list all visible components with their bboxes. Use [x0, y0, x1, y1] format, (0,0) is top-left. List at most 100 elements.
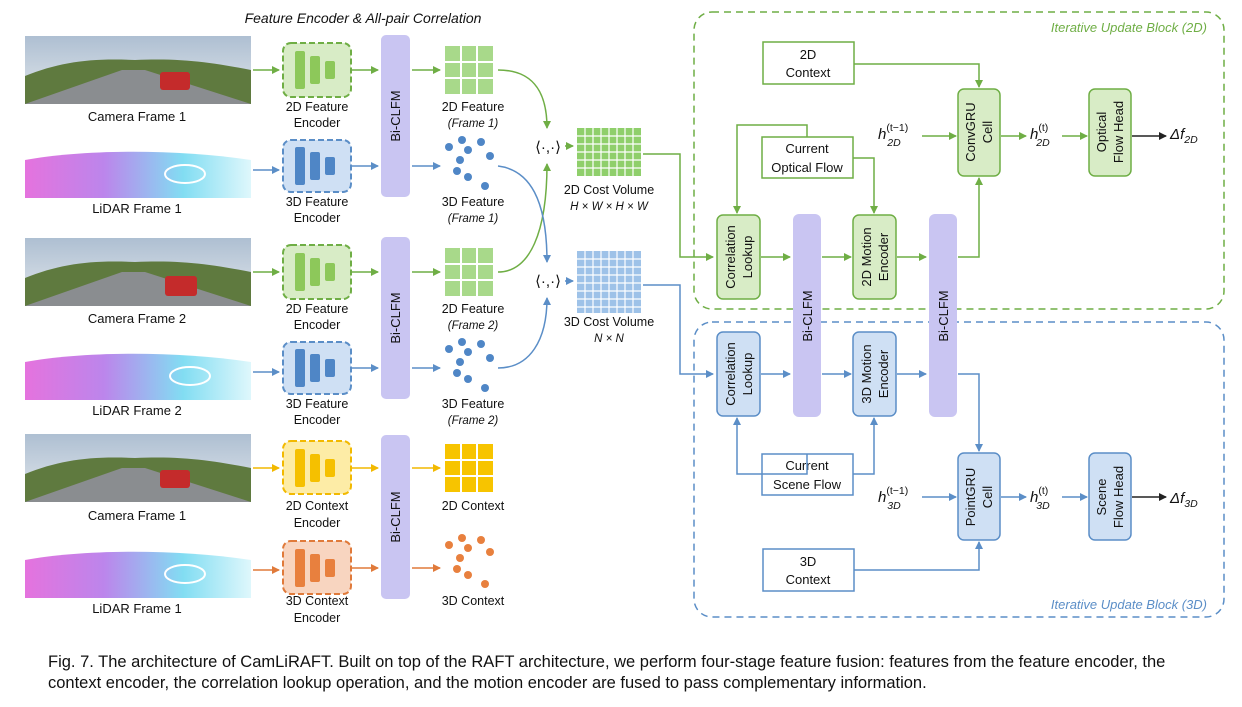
hidden-state-3d-in: h(t−1)3D [878, 485, 908, 512]
encoder-label: 2D Context [286, 499, 349, 513]
2d-context-encoder [282, 440, 352, 495]
3d-context-box: 3D Context [762, 548, 855, 592]
svg-text:Current: Current [785, 141, 829, 156]
optical-flow-head: Optical Flow Head [1088, 88, 1132, 177]
convgru-cell: ConvGRU Cell [957, 88, 1001, 177]
bi-clfm-label: Bi-CLFM [936, 290, 951, 341]
encoder-label: 2D Feature [286, 100, 349, 114]
3d-context-encoder [282, 540, 352, 595]
3d-feature-encoder-1 [282, 139, 352, 193]
3d-motion-encoder: 3D Motion Encoder [852, 331, 897, 417]
delta-flow-2d-output: Δf2D [1169, 126, 1198, 146]
iterative-update-block-2d-frame [693, 11, 1225, 310]
feature-label: (Frame 2) [448, 415, 499, 427]
svg-text:Cell: Cell [980, 486, 995, 509]
2d-feature-map-frame-1 [445, 46, 493, 94]
feature-label: 2D Feature [442, 100, 505, 114]
svg-text:Cell: Cell [980, 121, 995, 144]
svg-text:2D Motion: 2D Motion [859, 227, 874, 286]
svg-text:PointGRU: PointGRU [963, 468, 978, 527]
2d-feature-encoder-2 [282, 244, 352, 300]
svg-text:Optical: Optical [1094, 112, 1109, 153]
input-label: LiDAR Frame 1 [92, 201, 182, 216]
3d-feature-encoder-2 [282, 341, 352, 395]
svg-text:Scene: Scene [1094, 479, 1109, 516]
2d-cost-volume-label: 2D Cost Volume [564, 183, 654, 197]
input-label: LiDAR Frame 2 [92, 403, 182, 418]
figure-caption: Fig. 7. The architecture of CamLiRAFT. B… [48, 653, 1166, 692]
input-label: Camera Frame 2 [88, 311, 186, 326]
bi-clfm-label: Bi-CLFM [388, 292, 403, 343]
2d-cost-volume-dims: H × W × H × W [570, 201, 649, 213]
bi-clfm-lookup-fusion: Bi-CLFM [793, 214, 821, 417]
bi-clfm-label: Bi-CLFM [800, 290, 815, 341]
encoder-label: 3D Feature [286, 397, 349, 411]
camera-frame-1-context-image [25, 434, 251, 502]
pointgru-cell: PointGRU Cell [957, 452, 1001, 541]
svg-text:Encoder: Encoder [876, 349, 891, 398]
svg-text:Scene Flow: Scene Flow [773, 477, 842, 492]
feature-label: 3D Context [442, 594, 505, 608]
feature-label: 3D Feature [442, 397, 505, 411]
current-optical-flow-box: Current Optical Flow [761, 136, 854, 179]
3d-context-points [445, 534, 494, 588]
bi-clfm-label: Bi-CLFM [388, 491, 403, 542]
hidden-state-2d-in: h(t−1)2D [878, 122, 908, 149]
camera-frame-2-image [25, 238, 251, 306]
correlation-lookup-3d: Correlation Lookup [716, 331, 761, 417]
encoder-label: 2D Feature [286, 302, 349, 316]
block-2d-title: Iterative Update Block (2D) [1051, 20, 1207, 35]
svg-text:Context: Context [786, 572, 831, 587]
svg-text:Lookup: Lookup [740, 353, 755, 396]
iterative-update-block-3d-frame [693, 321, 1225, 618]
svg-text:3D Motion: 3D Motion [859, 344, 874, 403]
encoder-label: Encoder [294, 211, 341, 225]
lidar-frame-2-image [25, 353, 251, 400]
svg-text:Optical Flow: Optical Flow [771, 160, 843, 175]
svg-text:Lookup: Lookup [740, 236, 755, 279]
encoder-label: Encoder [294, 516, 341, 530]
encoder-label: Encoder [294, 116, 341, 130]
block-3d-title: Iterative Update Block (3D) [1051, 597, 1207, 612]
2d-cost-volume-grid [577, 128, 641, 176]
svg-text:ConvGRU: ConvGRU [963, 102, 978, 161]
feature-label: (Frame 2) [448, 320, 499, 332]
svg-text:Context: Context [786, 65, 831, 80]
inner-product-3d: ⟨·,·⟩ [535, 273, 561, 290]
3d-cost-volume-label: 3D Cost Volume [564, 315, 654, 329]
2d-context-map [445, 444, 493, 492]
svg-text:Encoder: Encoder [876, 232, 891, 281]
bi-clfm-block-2: Bi-CLFM [381, 237, 410, 399]
hidden-state-2d-out: h(t)2D [1030, 122, 1050, 149]
feature-label: (Frame 1) [448, 213, 499, 225]
feature-label: 2D Feature [442, 302, 505, 316]
bi-clfm-block-1: Bi-CLFM [381, 35, 410, 197]
feature-label: (Frame 1) [448, 118, 499, 130]
2d-context-box: 2D Context [762, 41, 855, 85]
2d-feature-map-frame-2 [445, 248, 493, 296]
encoder-label: 3D Feature [286, 195, 349, 209]
encoder-label: Encoder [294, 413, 341, 427]
svg-text:Correlation: Correlation [723, 342, 738, 406]
bi-clfm-label: Bi-CLFM [388, 90, 403, 141]
3d-cost-volume-dims: N × N [594, 333, 624, 345]
bi-clfm-motion-fusion: Bi-CLFM [929, 214, 957, 417]
correlation-lookup-2d: Correlation Lookup [716, 214, 761, 300]
2d-feature-encoder-1 [282, 42, 352, 98]
2d-motion-encoder: 2D Motion Encoder [852, 214, 897, 300]
encoder-label: 3D Context [286, 594, 349, 608]
input-label: LiDAR Frame 1 [92, 601, 182, 616]
svg-text:3D: 3D [800, 554, 817, 569]
feature-label: 3D Feature [442, 195, 505, 209]
input-label: Camera Frame 1 [88, 508, 186, 523]
svg-text:Flow Head: Flow Head [1111, 101, 1126, 163]
feature-label: 2D Context [442, 499, 505, 513]
svg-text:Flow Head: Flow Head [1111, 466, 1126, 528]
svg-text:Correlation: Correlation [723, 225, 738, 289]
inner-product-2d: ⟨·,·⟩ [535, 139, 561, 156]
encoder-label: Encoder [294, 318, 341, 332]
camera-frame-1-image [25, 36, 251, 104]
lidar-frame-1-image [25, 151, 251, 198]
svg-text:2D: 2D [800, 47, 817, 62]
